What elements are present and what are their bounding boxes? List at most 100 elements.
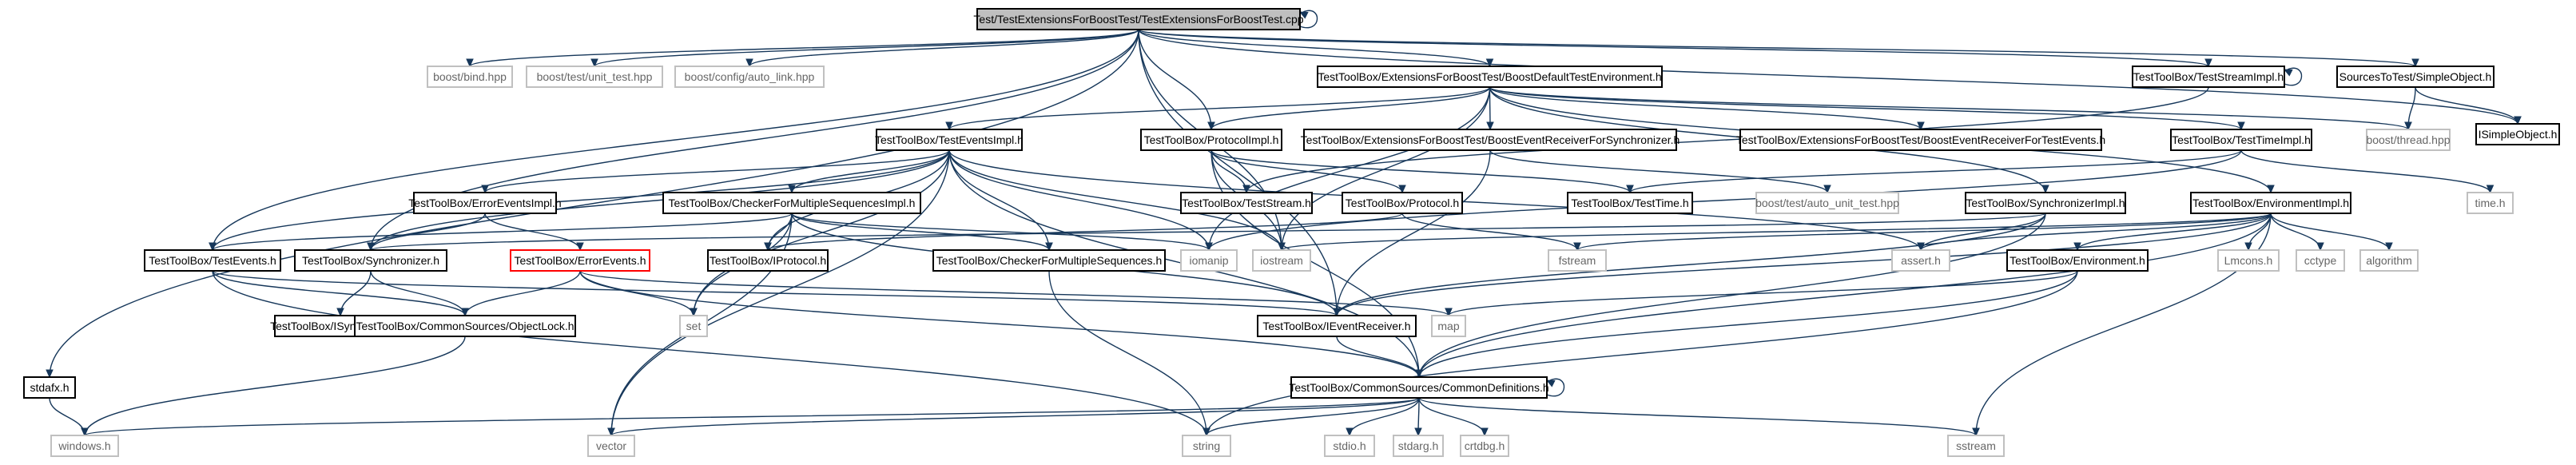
edge-synch-to-isync	[336, 270, 372, 317]
node-set: set	[679, 315, 708, 337]
node-berfte[interactable]: TestToolBox/ExtensionsForBoostTest/Boost…	[1736, 129, 2105, 151]
node-simpleobj[interactable]: SourcesToTest/SimpleObject.h	[2336, 66, 2495, 88]
node-timeh: time.h	[2467, 192, 2514, 214]
nodes-layer: Test/TestExtensionsForBoostTest/TestExte…	[23, 8, 2560, 457]
edge-root-to-ieventreceiver	[1138, 29, 1341, 317]
edge-synch-to-objectlock	[370, 270, 469, 317]
edge-environment-to-commondefs	[1415, 270, 2078, 379]
node-objectlock[interactable]: TestToolBox/CommonSources/ObjectLock.h	[354, 315, 576, 337]
node-label: crtdbg.h	[1465, 439, 1505, 452]
node-bdte[interactable]: TestToolBox/ExtensionsForBoostTest/Boost…	[1317, 66, 1663, 88]
node-label: vector	[596, 439, 626, 452]
node-bind: boost/bind.hpp	[427, 66, 513, 88]
node-label: ISimpleObject.h	[2479, 128, 2558, 141]
node-iprotocol[interactable]: TestToolBox/IProtocol.h	[707, 249, 829, 272]
node-ieventreceiver[interactable]: TestToolBox/IEventReceiver.h	[1257, 315, 1417, 337]
edge-commondefs-to-string	[1203, 397, 1420, 437]
node-stdafx[interactable]: stdafx.h	[23, 376, 76, 399]
node-label: Lmcons.h	[2224, 254, 2273, 267]
edge-simpleobj-to-isimple	[2415, 86, 2522, 125]
node-label: TestToolBox/TestEventsImpl.h	[875, 133, 1024, 146]
node-teststream[interactable]: TestToolBox/TestStream.h	[1180, 192, 1313, 214]
node-thread: boost/thread.hpp	[2366, 129, 2451, 151]
edge-bdte-to-berfte	[1489, 86, 1925, 131]
edge-checkerimpl-to-checker	[791, 213, 1053, 252]
edge-environment-to-string	[1203, 270, 2078, 437]
node-label: TestToolBox/IProtocol.h	[710, 254, 826, 267]
edge-commondefs-to-commondefs	[1545, 378, 1565, 397]
node-checker[interactable]: TestToolBox/CheckerForMultipleSequences.…	[932, 249, 1166, 272]
node-testevents[interactable]: TestToolBox/TestEvents.h	[144, 249, 281, 272]
node-commondefs[interactable]: TestToolBox/CommonSources/CommonDefiniti…	[1289, 376, 1549, 399]
edge-bdte-to-eventsimpl	[945, 86, 1491, 131]
node-label: stdafx.h	[30, 381, 69, 394]
edge-errevents-to-map	[579, 270, 1453, 317]
node-iostream: iostream	[1252, 249, 1311, 272]
node-label: cctype	[2304, 254, 2337, 267]
node-label: windows.h	[58, 439, 110, 452]
node-testtime[interactable]: TestToolBox/TestTime.h	[1567, 192, 1693, 214]
node-label: string	[1193, 439, 1220, 452]
node-label: fstream	[1559, 254, 1596, 267]
node-root[interactable]: Test/TestExtensionsForBoostTest/TestExte…	[973, 8, 1304, 30]
node-syncimpl[interactable]: TestToolBox/SynchronizerImpl.h	[1965, 192, 2126, 214]
node-label: TestToolBox/Protocol.h	[1346, 197, 1459, 209]
edge-simpleobj-to-thread	[2404, 86, 2416, 131]
node-isimple[interactable]: ISimpleObject.h	[2475, 123, 2560, 145]
node-string: string	[1182, 435, 1231, 457]
edge-berfs-to-autounit	[1489, 149, 1831, 194]
edges-layer	[46, 10, 2522, 437]
node-erreventsimpl[interactable]: TestToolBox/ErrorEventsImpl.h	[408, 192, 562, 214]
edge-commondefs-to-crtdbg	[1418, 397, 1489, 437]
edge-eventsimpl-to-erreventsimpl	[481, 149, 950, 194]
node-label: TestToolBox/Synchronizer.h	[302, 254, 439, 267]
node-label: TestToolBox/TestTime.h	[1571, 197, 1688, 209]
node-cctype: cctype	[2296, 249, 2345, 272]
edge-root-to-bdte	[1138, 29, 1494, 68]
edge-envimpl-to-asserth	[1917, 213, 2272, 252]
edge-root-to-stdafx	[46, 29, 1139, 379]
node-protocolh[interactable]: TestToolBox/Protocol.h	[1342, 192, 1463, 214]
edge-protocolh-to-iprotocol	[764, 213, 1403, 252]
edge-root-to-protocolimpl	[1138, 29, 1215, 131]
edge-bdte-to-timeimpl	[1489, 86, 2245, 131]
node-protocolimpl[interactable]: TestToolBox/ProtocolImpl.h	[1140, 129, 1282, 151]
edge-timeimpl-to-timeh	[2240, 149, 2495, 194]
node-errevents[interactable]: TestToolBox/ErrorEvents.h	[510, 249, 650, 272]
edge-protocolimpl-to-protocolh	[1210, 149, 1406, 194]
node-label: TestToolBox/ExtensionsForBoostTest/Boost…	[1318, 70, 1661, 83]
edge-protocolh-to-fstream	[1401, 213, 1581, 252]
edge-envimpl-to-cctype	[2270, 213, 2324, 252]
edge-testevents-to-ieventreceiver	[212, 270, 1341, 317]
node-label: algorithm	[2366, 254, 2412, 267]
node-sstream: sstream	[1947, 435, 2005, 457]
edge-envimpl-to-algorithm	[2270, 213, 2393, 252]
node-eventsimpl[interactable]: TestToolBox/TestEventsImpl.h	[875, 129, 1024, 151]
node-label: TestToolBox/TestStream.h	[1182, 197, 1311, 209]
edge-bdte-to-protocolimpl	[1207, 86, 1491, 131]
node-label: boost/test/unit_test.hpp	[537, 70, 653, 83]
node-label: assert.h	[1901, 254, 1941, 267]
node-label: TestToolBox/TestStreamImpl.h	[2133, 70, 2284, 83]
node-timeimpl[interactable]: TestToolBox/TestTimeImpl.h	[2170, 129, 2312, 151]
node-label: stdarg.h	[1398, 439, 1439, 452]
node-map: map	[1431, 315, 1466, 337]
node-label: TestToolBox/ProtocolImpl.h	[1144, 133, 1279, 146]
node-environment[interactable]: TestToolBox/Environment.h	[2006, 249, 2149, 272]
node-algorithm: algorithm	[2359, 249, 2419, 272]
edge-commondefs-to-sstream	[1418, 397, 1980, 437]
node-berfs[interactable]: TestToolBox/ExtensionsForBoostTest/Boost…	[1301, 129, 1680, 151]
edge-envimpl-to-fstream	[1573, 213, 2272, 252]
edge-envimpl-to-environment	[2073, 213, 2272, 252]
node-streamimpl[interactable]: TestToolBox/TestStreamImpl.h	[2132, 66, 2285, 88]
node-envimpl[interactable]: TestToolBox/EnvironmentImpl.h	[2190, 192, 2351, 214]
node-checkerimpl[interactable]: TestToolBox/CheckerForMultipleSequencesI…	[662, 192, 921, 214]
node-synch[interactable]: TestToolBox/Synchronizer.h	[294, 249, 447, 272]
node-autounit: boost/test/auto_unit_test.hpp	[1755, 192, 1899, 214]
edge-root-to-streamimpl	[1138, 29, 2212, 68]
edge-commondefs-to-windows	[81, 397, 1420, 437]
edge-syncimpl-to-synch	[367, 213, 2046, 252]
node-stdarg: stdarg.h	[1393, 435, 1444, 457]
node-label: set	[686, 320, 702, 332]
